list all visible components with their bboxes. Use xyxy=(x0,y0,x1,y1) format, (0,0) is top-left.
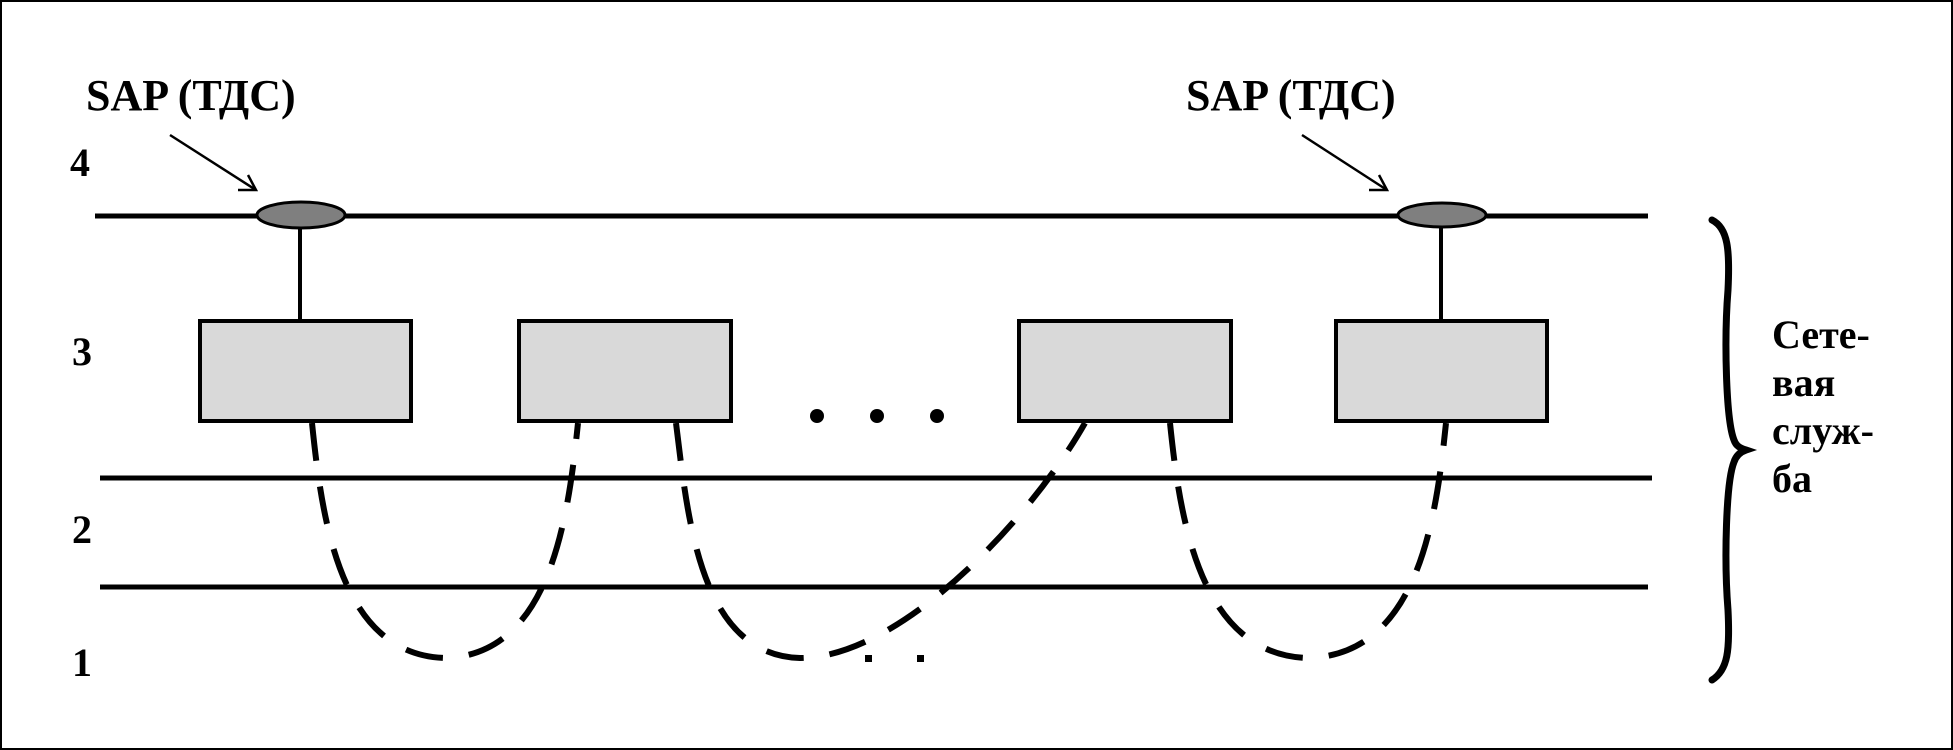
ellipsis-dots-upper xyxy=(810,409,944,423)
dashed-link-box2-box3 xyxy=(673,421,1088,662)
brace-label-line-1: Сете- xyxy=(1772,312,1870,357)
node-box-1 xyxy=(198,319,413,423)
sap-label-right: SAP (ТДС) xyxy=(1186,71,1396,120)
dashed-link-box3-box4 xyxy=(1167,422,1449,662)
level-label-3: 3 xyxy=(72,329,92,374)
sap-point-right xyxy=(1396,201,1488,229)
level-label-4: 4 xyxy=(70,140,90,185)
dashed-link-box1-box2 xyxy=(309,422,581,662)
sap-label-left: SAP (ТДС) xyxy=(86,71,296,120)
network-service-brace xyxy=(1708,216,1758,684)
brace-label-line-3: служ- xyxy=(1772,408,1874,453)
sap-arrow-left xyxy=(169,133,259,192)
sap-point-left xyxy=(255,200,347,230)
level-label-1: 1 xyxy=(72,640,92,685)
brace-label-line-4: ба xyxy=(1772,456,1812,501)
sap-arrow-right xyxy=(1301,133,1390,192)
ellipsis-dots-lower xyxy=(865,655,924,662)
node-box-4 xyxy=(1334,319,1549,423)
node-box-2 xyxy=(517,319,733,423)
level-label-2: 2 xyxy=(72,507,92,552)
node-box-3 xyxy=(1017,319,1233,423)
brace-label-line-2: вая xyxy=(1772,360,1835,405)
